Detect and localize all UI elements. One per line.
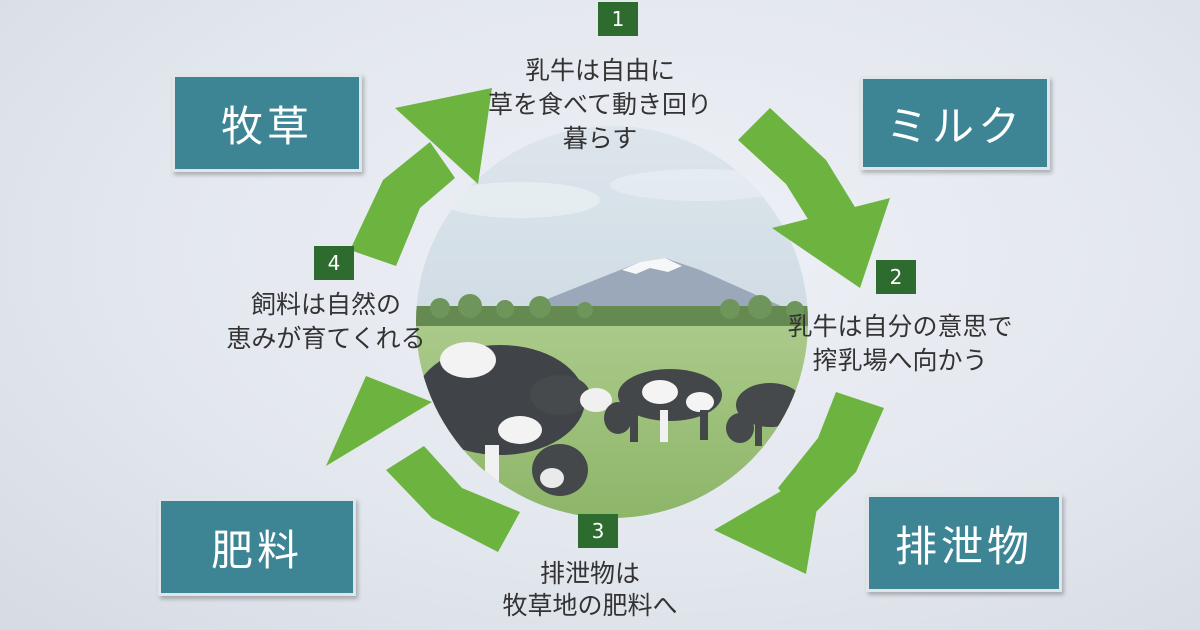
caption-line: 排泄物は [539,559,640,588]
keyword-box-grass: 牧草 [172,74,362,172]
caption-line: 飼料は自然の [250,290,401,319]
caption-line: 牧草地の肥料へ [502,591,678,620]
caption-line: 乳牛は自由に [524,56,675,85]
step-caption-2: 乳牛は自分の意思で 搾乳場へ向かう [740,310,1060,378]
keyword-fertilizer-label: 肥料 [210,525,303,575]
step-caption-3: 排泄物は 牧草地の肥料へ [460,558,720,622]
step-number-3: 3 [578,514,618,548]
step-caption-4: 飼料は自然の 恵みが育てくれる [196,288,456,356]
caption-line: 搾乳場へ向かう [812,346,988,375]
step-caption-1: 乳牛は自由に 草を食べて動き回り 暮らす [470,54,730,156]
arrow-excrement-to-fertilizer [386,446,520,552]
arrowhead-top-right [772,198,890,288]
caption-line: 暮らす [562,124,638,153]
keyword-box-milk: ミルク [860,76,1050,170]
keyword-box-excrement: 排泄物 [866,494,1062,592]
caption-line: 乳牛は自分の意思で [787,312,1013,341]
caption-line: 草を食べて動き回り [487,90,712,119]
step-number-2: 2 [876,260,916,294]
keyword-milk-label: ミルク [885,101,1024,151]
keyword-grass-label: 牧草 [220,101,313,151]
arrow-cow-to-milk [738,108,858,232]
arrowhead-top-left [395,88,492,184]
arrowhead-bottom-right [714,466,824,574]
step-number-1: 1 [598,2,638,36]
step-number-4: 4 [314,246,354,280]
arrow-grass-to-cow [350,142,455,266]
arrowhead-bottom-left [326,376,432,466]
keyword-excrement-label: 排泄物 [894,521,1033,571]
caption-line: 恵みが育てくれる [226,324,426,353]
keyword-box-fertilizer: 肥料 [158,498,356,596]
